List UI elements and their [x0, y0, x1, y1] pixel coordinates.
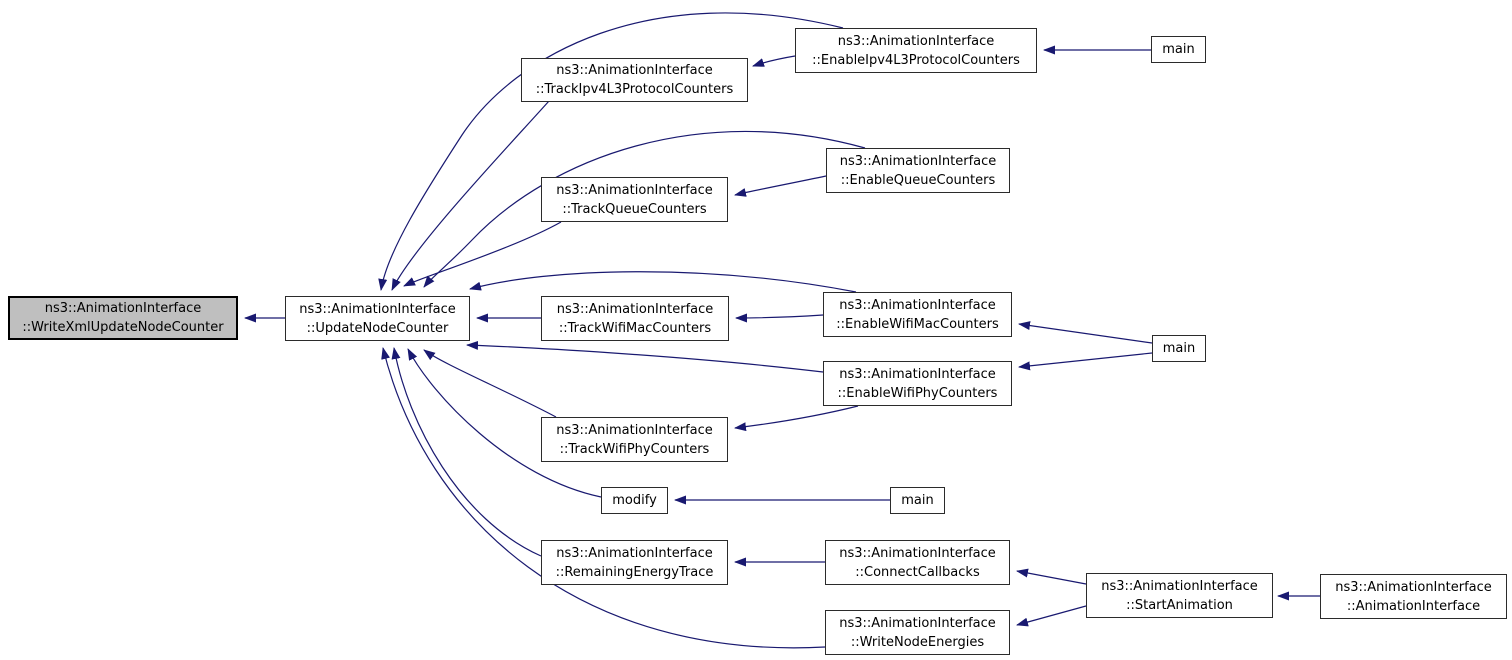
- node-remaining-energy-trace[interactable]: ns3::AnimationInterface ::RemainingEnerg…: [541, 540, 728, 585]
- node-track-ipv4-l3-protocol-counters[interactable]: ns3::AnimationInterface ::TrackIpv4L3Pro…: [521, 58, 748, 102]
- edge-track-ipv4-l3-protocol-counters-to-update-node-counter: [391, 100, 550, 291]
- edge-track-queue-counters-to-update-node-counter: [403, 221, 562, 287]
- edge-enable-ipv4-l3-protocol-counters-to-track-ipv4-l3-protocol-counters: [752, 55, 796, 67]
- node-animation-interface[interactable]: ns3::AnimationInterface ::AnimationInter…: [1320, 574, 1507, 619]
- node-enable-wifi-phy-counters[interactable]: ns3::AnimationInterface ::EnableWifiPhyC…: [823, 361, 1012, 406]
- node-connect-callbacks[interactable]: ns3::AnimationInterface ::ConnectCallbac…: [825, 540, 1010, 585]
- node-track-wifi-mac-counters[interactable]: ns3::AnimationInterface ::TrackWifiMacCo…: [541, 296, 729, 341]
- node-enable-ipv4-l3-protocol-counters[interactable]: ns3::AnimationInterface ::EnableIpv4L3Pr…: [795, 28, 1037, 73]
- edge-enable-wifi-phy-counters-to-update-node-counter: [466, 340, 824, 373]
- edge-enable-queue-counters-to-track-queue-counters: [734, 175, 827, 197]
- edge-remaining-energy-trace-to-update-node-counter: [391, 347, 542, 557]
- node-enable-queue-counters[interactable]: ns3::AnimationInterface ::EnableQueueCou…: [826, 148, 1010, 193]
- edge-main-mid-to-enable-wifi-mac-counters: [1018, 321, 1153, 344]
- edge-enable-wifi-phy-counters-to-track-wifi-phy-counters: [734, 405, 859, 432]
- edge-modify-to-update-node-counter: [407, 348, 602, 498]
- node-track-wifi-phy-counters[interactable]: ns3::AnimationInterface ::TrackWifiPhyCo…: [541, 417, 728, 462]
- edge-enable-wifi-mac-counters-to-track-wifi-mac-counters: [735, 313, 824, 323]
- node-modify[interactable]: modify: [601, 487, 668, 514]
- node-main-mid[interactable]: main: [1152, 335, 1206, 362]
- node-update-node-counter[interactable]: ns3::AnimationInterface ::UpdateNodeCoun…: [285, 296, 470, 341]
- node-track-queue-counters[interactable]: ns3::AnimationInterface ::TrackQueueCoun…: [541, 177, 728, 222]
- edge-start-animation-to-connect-callbacks: [1016, 568, 1087, 585]
- node-write-node-energies[interactable]: ns3::AnimationInterface ::WriteNodeEnerg…: [825, 610, 1010, 655]
- node-start-animation[interactable]: ns3::AnimationInterface ::StartAnimation: [1086, 573, 1273, 618]
- node-enable-wifi-mac-counters[interactable]: ns3::AnimationInterface ::EnableWifiMacC…: [823, 292, 1012, 337]
- edge-track-wifi-phy-counters-to-update-node-counter: [423, 349, 557, 418]
- edge-main-mid-to-enable-wifi-phy-counters: [1018, 352, 1153, 371]
- edge-start-animation-to-write-node-energies: [1016, 605, 1087, 627]
- edge-enable-ipv4-l3-protocol-counters-to-update-node-counter: [378, 12, 844, 291]
- edge-enable-wifi-mac-counters-to-update-node-counter: [469, 271, 857, 293]
- node-write-xml-update-node-counter[interactable]: ns3::AnimationInterface ::WriteXmlUpdate…: [8, 296, 238, 340]
- node-main-modify[interactable]: main: [890, 487, 945, 514]
- edge-write-node-energies-to-update-node-counter: [381, 347, 826, 649]
- node-main-top[interactable]: main: [1151, 36, 1206, 63]
